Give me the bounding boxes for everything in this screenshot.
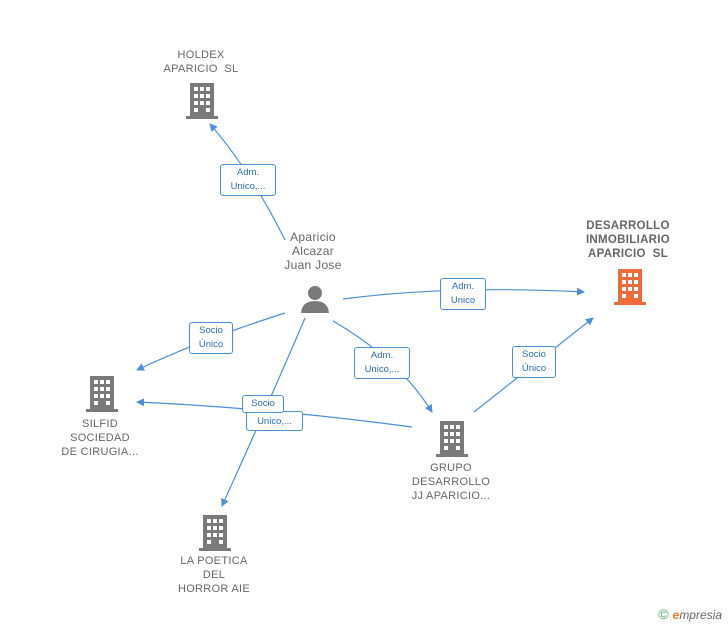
building-icon[interactable] [199, 515, 231, 551]
node-label-holdex[interactable]: HOLDEX APARICIO SL [163, 49, 239, 75]
edge-label-holdex[interactable]: Adm. Unico,... [220, 164, 276, 196]
edge-label-grupo-silfid-bottom[interactable]: Unico,... [246, 411, 303, 431]
building-icon[interactable] [614, 269, 646, 305]
edge-label-grupo-desarrollo[interactable]: Socio Único [512, 346, 556, 378]
edge-label-grupo[interactable]: Adm. Unico,... [354, 347, 410, 379]
edge-label-desarrollo[interactable]: Adm. Unico [440, 278, 486, 310]
person-icon[interactable] [300, 284, 330, 314]
brand-footer: ©empresia [658, 606, 722, 622]
node-label-silfid[interactable]: SILFID SOCIEDAD DE CIRUGIA... [61, 418, 139, 458]
building-icon[interactable] [436, 421, 468, 457]
edge-label-silfid[interactable]: Socio Único [189, 322, 233, 354]
node-label-grupo[interactable]: GRUPO DESARROLLO JJ APARICIO... [411, 462, 491, 502]
copyright-symbol: © [658, 606, 669, 622]
node-label-person[interactable]: Aparicio Alcazar Juan Jose [284, 230, 342, 272]
edge-label-grupo-silfid-top[interactable]: Socio [242, 395, 284, 413]
node-label-poetica[interactable]: LA POETICA DEL HORROR AIE [177, 555, 251, 595]
node-label-desarrollo[interactable]: DESARROLLO INMOBILIARIO APARICIO SL [585, 220, 671, 260]
building-icon[interactable] [186, 83, 218, 119]
brand-logo: empresia [672, 608, 722, 622]
building-icon[interactable] [86, 376, 118, 412]
